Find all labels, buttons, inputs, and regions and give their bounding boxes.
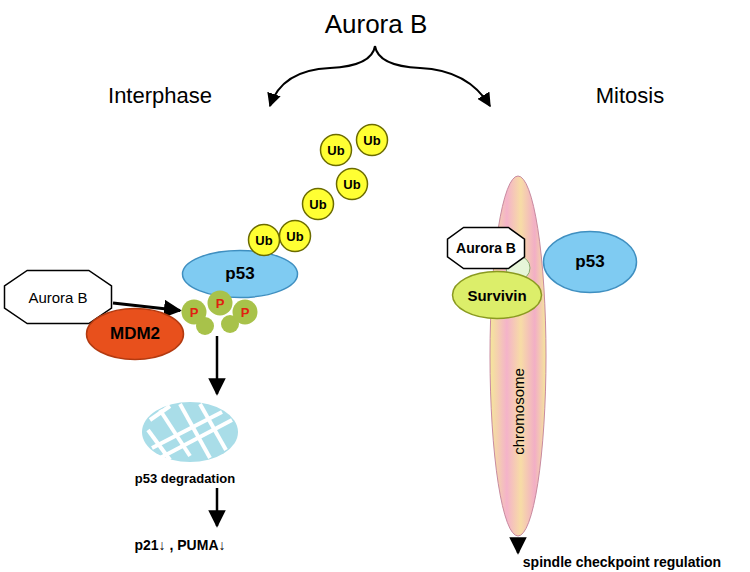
kinase-octagon: Aurora B [3, 269, 113, 325]
node-label: Ub [286, 229, 303, 244]
process-label: p53 degradation [135, 471, 235, 486]
kinase-octagon: Aurora B [446, 226, 526, 270]
diagram-title: Aurora B [325, 9, 428, 40]
flow-arrows [217, 336, 518, 553]
node-label: Aurora B [456, 240, 516, 256]
node-label: Ub [255, 233, 272, 248]
ubiquitin-circle: Ub [278, 219, 312, 253]
node-label: chromosome [510, 368, 527, 455]
node-label: Aurora B [28, 289, 87, 306]
node-label: p53 [225, 264, 254, 284]
node-label: p53 [575, 252, 604, 272]
node-label: Ub [309, 197, 326, 212]
node-label: P [190, 305, 199, 320]
outcome-label: spindle checkpoint regulation [523, 554, 721, 570]
split-arrows [270, 46, 490, 106]
node-label: P [216, 296, 225, 311]
p53-ellipse: p53 [181, 249, 299, 299]
node-label: Ub [327, 143, 344, 158]
ubiquitin-circle: Ub [301, 187, 335, 221]
proteasome-icon [142, 402, 238, 462]
outcome-label: p21↓ , PUMA↓ [134, 537, 225, 553]
node-label: Ub [363, 133, 380, 148]
p53-ellipse: p53 [542, 230, 638, 294]
phosphate-circle: P [231, 298, 259, 326]
ubiquitin-circle: Ub [355, 123, 389, 157]
phase-heading: Mitosis [596, 83, 664, 109]
node-label: Survivin [467, 287, 526, 304]
survivin-ellipse: Survivin [451, 270, 543, 320]
ubiquitin-circle: Ub [319, 133, 353, 167]
node-label: P [241, 305, 250, 320]
node-label: Ub [343, 177, 360, 192]
ubiquitin-circle: Ub [335, 167, 369, 201]
mdm2-ellipse: MDM2 [85, 307, 185, 361]
ubiquitin-circle: Ub [247, 223, 281, 257]
node-label: MDM2 [110, 324, 160, 344]
phosphate-circle: P [206, 289, 234, 317]
phase-heading: Interphase [108, 83, 212, 109]
phosphate-circle: P [180, 298, 208, 326]
